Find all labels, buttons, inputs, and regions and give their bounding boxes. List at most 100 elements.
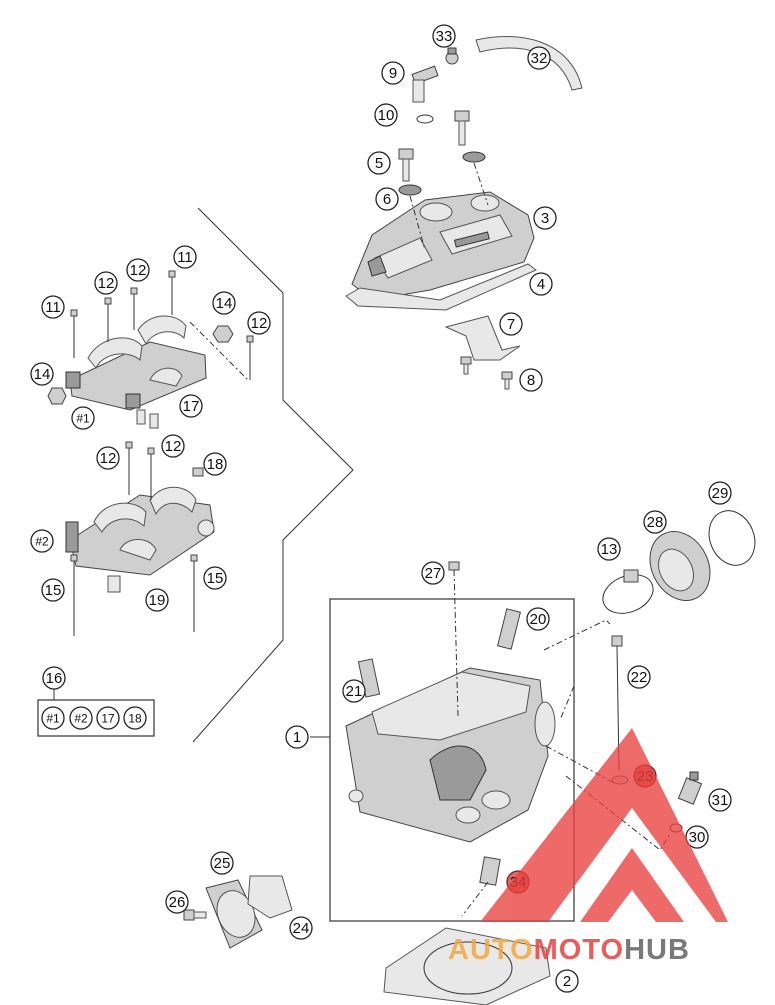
svg-text:25: 25 bbox=[214, 855, 231, 872]
callout-30: 30 bbox=[685, 825, 709, 849]
svg-text:2: 2 bbox=[563, 973, 571, 990]
cylinder-head bbox=[345, 667, 556, 843]
dowel-sleeve-1 bbox=[136, 409, 146, 425]
svg-text:15: 15 bbox=[207, 570, 224, 587]
svg-text:1: 1 bbox=[293, 729, 301, 746]
valve-guide-20 bbox=[497, 608, 521, 650]
watermark-triangle-logo bbox=[480, 728, 728, 922]
cover-bolt-left bbox=[398, 148, 422, 196]
callout-27: 27 bbox=[421, 561, 445, 585]
section-divider bbox=[192, 207, 354, 743]
intake-clamp-13 bbox=[602, 569, 654, 614]
svg-text:17: 17 bbox=[101, 712, 115, 726]
callout-33: 33 bbox=[432, 24, 456, 48]
callout-28: 28 bbox=[643, 510, 667, 534]
svg-text:24: 24 bbox=[293, 920, 310, 937]
svg-text:12: 12 bbox=[251, 315, 268, 332]
svg-text:31: 31 bbox=[712, 792, 729, 809]
exhaust-gasket-24 bbox=[247, 875, 293, 919]
callout-17: 17 bbox=[179, 394, 203, 418]
svg-text:13: 13 bbox=[601, 541, 618, 558]
watermark-text-auto: AUTO bbox=[448, 934, 534, 966]
camshaft-bridge-2 bbox=[65, 486, 215, 576]
valve-cover bbox=[351, 191, 535, 301]
kit-16-item-3: 17 bbox=[96, 706, 120, 730]
long-bolts-15 bbox=[70, 554, 198, 636]
valve-cover-gasket bbox=[345, 263, 537, 311]
callout-24: 24 bbox=[289, 916, 313, 940]
screw-27 bbox=[448, 561, 460, 717]
watermark-text-hub: HUB bbox=[624, 934, 690, 966]
svg-text:22: 22 bbox=[631, 669, 648, 686]
svg-text:12: 12 bbox=[165, 438, 182, 455]
svg-text:27: 27 bbox=[425, 565, 442, 582]
callout-18: 18 bbox=[203, 452, 227, 476]
camshaft-bridge-1 bbox=[65, 315, 207, 411]
callout-11-2: 11 bbox=[41, 295, 65, 319]
svg-text:26: 26 bbox=[169, 894, 186, 911]
callout-10: 10 bbox=[374, 103, 398, 127]
cover-bolt-right bbox=[454, 110, 486, 163]
callout-14-2: 14 bbox=[30, 362, 54, 386]
svg-text:9: 9 bbox=[389, 65, 397, 82]
callout-21: 21 bbox=[342, 679, 366, 703]
svg-text:8: 8 bbox=[527, 372, 535, 389]
kit-16-contents: #1 #2 17 18 bbox=[41, 706, 147, 730]
svg-text:AUTOMOTOHUB: AUTOMOTOHUB bbox=[448, 934, 690, 966]
breather-fitting bbox=[411, 65, 439, 103]
callout-8: 8 bbox=[519, 368, 543, 392]
kit-16-item-2: #2 bbox=[69, 706, 93, 730]
callout-12-5: 12 bbox=[161, 434, 185, 458]
svg-text:33: 33 bbox=[436, 28, 453, 45]
svg-text:19: 19 bbox=[149, 592, 166, 609]
intake-flange-28 bbox=[649, 531, 711, 601]
svg-text:30: 30 bbox=[689, 829, 706, 846]
svg-text:#1: #1 bbox=[76, 412, 90, 426]
svg-text:4: 4 bbox=[537, 276, 545, 293]
valve-guide-21 bbox=[357, 658, 381, 698]
callout-14-1: 14 bbox=[212, 291, 236, 315]
svg-text:11: 11 bbox=[45, 299, 61, 316]
callout-25: 25 bbox=[210, 851, 234, 875]
svg-text:#1: #1 bbox=[46, 712, 60, 726]
svg-text:21: 21 bbox=[346, 683, 363, 700]
chain-guide-bracket bbox=[444, 315, 521, 361]
svg-text:14: 14 bbox=[34, 366, 51, 383]
svg-text:#2: #2 bbox=[74, 712, 88, 726]
callout-12-4: 12 bbox=[96, 446, 120, 470]
callout-29: 29 bbox=[708, 481, 732, 505]
svg-text:20: 20 bbox=[530, 611, 547, 628]
callout-6: 6 bbox=[375, 187, 399, 211]
bracket-screw-2 bbox=[501, 371, 513, 390]
breather-hose bbox=[475, 35, 583, 91]
callout-31: 31 bbox=[708, 788, 732, 812]
callout-5: 5 bbox=[367, 151, 391, 175]
callout-12-3: 12 bbox=[247, 311, 271, 335]
svg-text:11: 11 bbox=[177, 249, 193, 266]
callout-2: 2 bbox=[555, 969, 579, 993]
callout-15-2: 15 bbox=[203, 566, 227, 590]
kit-16-item-4: 18 bbox=[123, 706, 147, 730]
svg-text:#2: #2 bbox=[35, 535, 49, 549]
dowel-sleeve-2 bbox=[149, 413, 159, 429]
callout-12-2: 12 bbox=[126, 258, 150, 282]
callout-15-1: 15 bbox=[41, 578, 65, 602]
callout-22: 22 bbox=[627, 665, 651, 689]
svg-text:12: 12 bbox=[100, 450, 117, 467]
bridge-nut-right bbox=[212, 325, 234, 343]
head-gasket bbox=[383, 927, 551, 1005]
svg-text:12: 12 bbox=[98, 275, 115, 292]
bridge-bolts-upper bbox=[70, 270, 254, 380]
exhaust-flange-25 bbox=[205, 879, 263, 949]
callout-9: 9 bbox=[381, 61, 405, 85]
svg-text:7: 7 bbox=[507, 316, 515, 333]
valve-guide-34 bbox=[479, 856, 501, 886]
callout-32: 32 bbox=[527, 46, 551, 70]
callout-19: 19 bbox=[145, 588, 169, 612]
callout-kit-1: #1 bbox=[71, 406, 95, 430]
svg-text:15: 15 bbox=[45, 582, 62, 599]
svg-text:16: 16 bbox=[46, 670, 63, 687]
callout-13: 13 bbox=[597, 537, 621, 561]
svg-text:5: 5 bbox=[375, 155, 383, 172]
